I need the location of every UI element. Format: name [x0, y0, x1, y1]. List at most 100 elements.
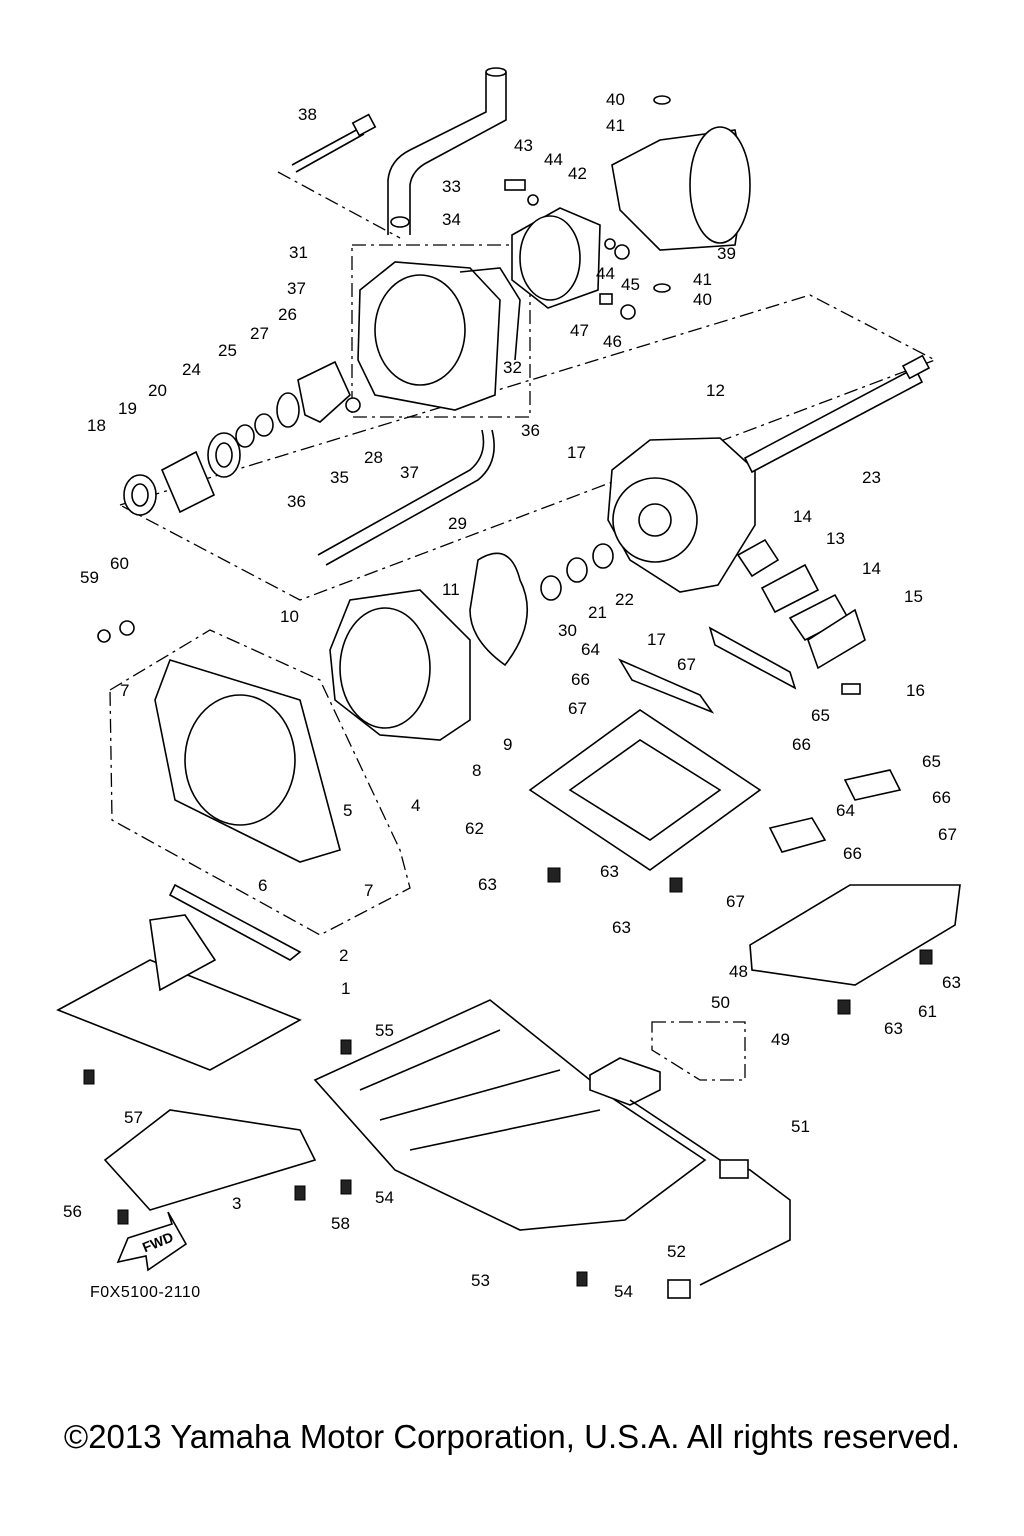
callout-number: 22: [615, 590, 634, 609]
callout-number: 39: [717, 244, 736, 263]
callout-number: 44: [596, 264, 615, 283]
callout-number: 36: [287, 492, 306, 511]
callout-number: 54: [614, 1282, 633, 1301]
callout-number: 8: [472, 761, 482, 780]
intake-duct-8: [329, 589, 471, 741]
callout-number: 25: [218, 341, 237, 360]
callout-number: 36: [521, 421, 540, 440]
callout-number: 17: [567, 443, 586, 462]
parts-13-16: [736, 538, 866, 695]
callout-number: 59: [80, 568, 99, 587]
copyright-notice: ©2013 Yamaha Motor Corporation, U.S.A. A…: [63, 1418, 961, 1455]
callout-number: 16: [906, 681, 925, 700]
callout-number: 3: [232, 1194, 242, 1213]
callout-number: 5: [343, 801, 353, 820]
hardware-43-47: [504, 179, 636, 320]
callout-number: 67: [938, 825, 957, 844]
callout-number: 26: [278, 305, 297, 324]
callout-number: 64: [836, 801, 855, 820]
callout-number: 46: [603, 332, 622, 351]
callout-number: 67: [568, 699, 587, 718]
callout-number: 10: [280, 607, 299, 626]
callout-number: 7: [364, 881, 374, 900]
callout-number: 45: [621, 275, 640, 294]
callout-number: 13: [826, 529, 845, 548]
sensor-48-51: [589, 1021, 791, 1299]
callout-number: 48: [729, 962, 748, 981]
callout-number: 67: [726, 892, 745, 911]
callout-number: 9: [503, 735, 513, 754]
bolt-38: [291, 113, 377, 173]
callout-number: 50: [711, 993, 730, 1012]
callout-number: 33: [442, 177, 461, 196]
nozzle-39: [611, 95, 751, 293]
hose-35: [317, 429, 495, 566]
callout-number: 31: [289, 243, 308, 262]
callout-number: 67: [677, 655, 696, 674]
hull-plate-53: [313, 999, 707, 1231]
callout-number: 37: [400, 463, 419, 482]
plate-4: [109, 629, 411, 936]
callout-number: 4: [411, 796, 421, 815]
diagram-part-code: F0X5100-2110: [90, 1284, 201, 1301]
callout-number: 40: [606, 90, 625, 109]
callout-number: 58: [331, 1214, 350, 1233]
callout-number: 64: [581, 640, 600, 659]
hose-33: [387, 67, 507, 235]
callout-number: 47: [570, 321, 589, 340]
callout-number: 30: [558, 621, 577, 640]
callout-number: 52: [667, 1242, 686, 1261]
callout-number: 44: [544, 150, 563, 169]
callout-number: 54: [375, 1188, 394, 1207]
callout-number: 66: [792, 735, 811, 754]
callout-number: 53: [471, 1271, 490, 1290]
callout-number: 66: [932, 788, 951, 807]
callout-number: 49: [771, 1030, 790, 1049]
callout-number: 18: [87, 416, 106, 435]
callout-number: 62: [465, 819, 484, 838]
callout-number: 63: [478, 875, 497, 894]
callout-number: 23: [862, 468, 881, 487]
callout-number: 12: [706, 381, 725, 400]
callout-number: 55: [375, 1021, 394, 1040]
upper-assembly-guide: [118, 171, 937, 601]
callout-number: 35: [330, 468, 349, 487]
impeller-housing-12: [607, 437, 756, 593]
callout-number: 63: [942, 973, 961, 992]
callout-number: 34: [442, 210, 461, 229]
bearing-stack: [123, 360, 361, 516]
callout-number: 65: [922, 752, 941, 771]
callout-number: 60: [110, 554, 129, 573]
callout-number: 17: [647, 630, 666, 649]
callout-number: 21: [588, 603, 607, 622]
callout-number: 14: [862, 559, 881, 578]
callout-number: 20: [148, 381, 167, 400]
callout-number: 43: [514, 136, 533, 155]
callout-number: 15: [904, 587, 923, 606]
callout-number: 51: [791, 1117, 810, 1136]
callout-number: 66: [843, 844, 862, 863]
callout-number: 1: [341, 979, 351, 998]
clamp-34: [390, 216, 410, 228]
callout-number: 19: [118, 399, 137, 418]
brackets-64-65: [618, 626, 797, 714]
parts-1-2-3: [56, 883, 317, 1211]
callout-number: 28: [364, 448, 383, 467]
callout-number: 61: [918, 1002, 937, 1021]
ride-plate-61: [749, 769, 961, 986]
callout-number: 7: [120, 681, 130, 700]
callout-number: 29: [448, 514, 467, 533]
callout-number: 56: [63, 1202, 82, 1221]
fwd-arrow-icon: [116, 1211, 188, 1272]
callout-number: 65: [811, 706, 830, 725]
callout-number: 63: [884, 1019, 903, 1038]
callout-number: 41: [693, 270, 712, 289]
callout-number: 41: [606, 116, 625, 135]
callout-number: 6: [258, 876, 268, 895]
fasteners: [83, 620, 933, 1287]
callout-number: 42: [568, 164, 587, 183]
callout-number: 57: [124, 1108, 143, 1127]
callout-number: 24: [182, 360, 201, 379]
callout-number: 32: [503, 358, 522, 377]
